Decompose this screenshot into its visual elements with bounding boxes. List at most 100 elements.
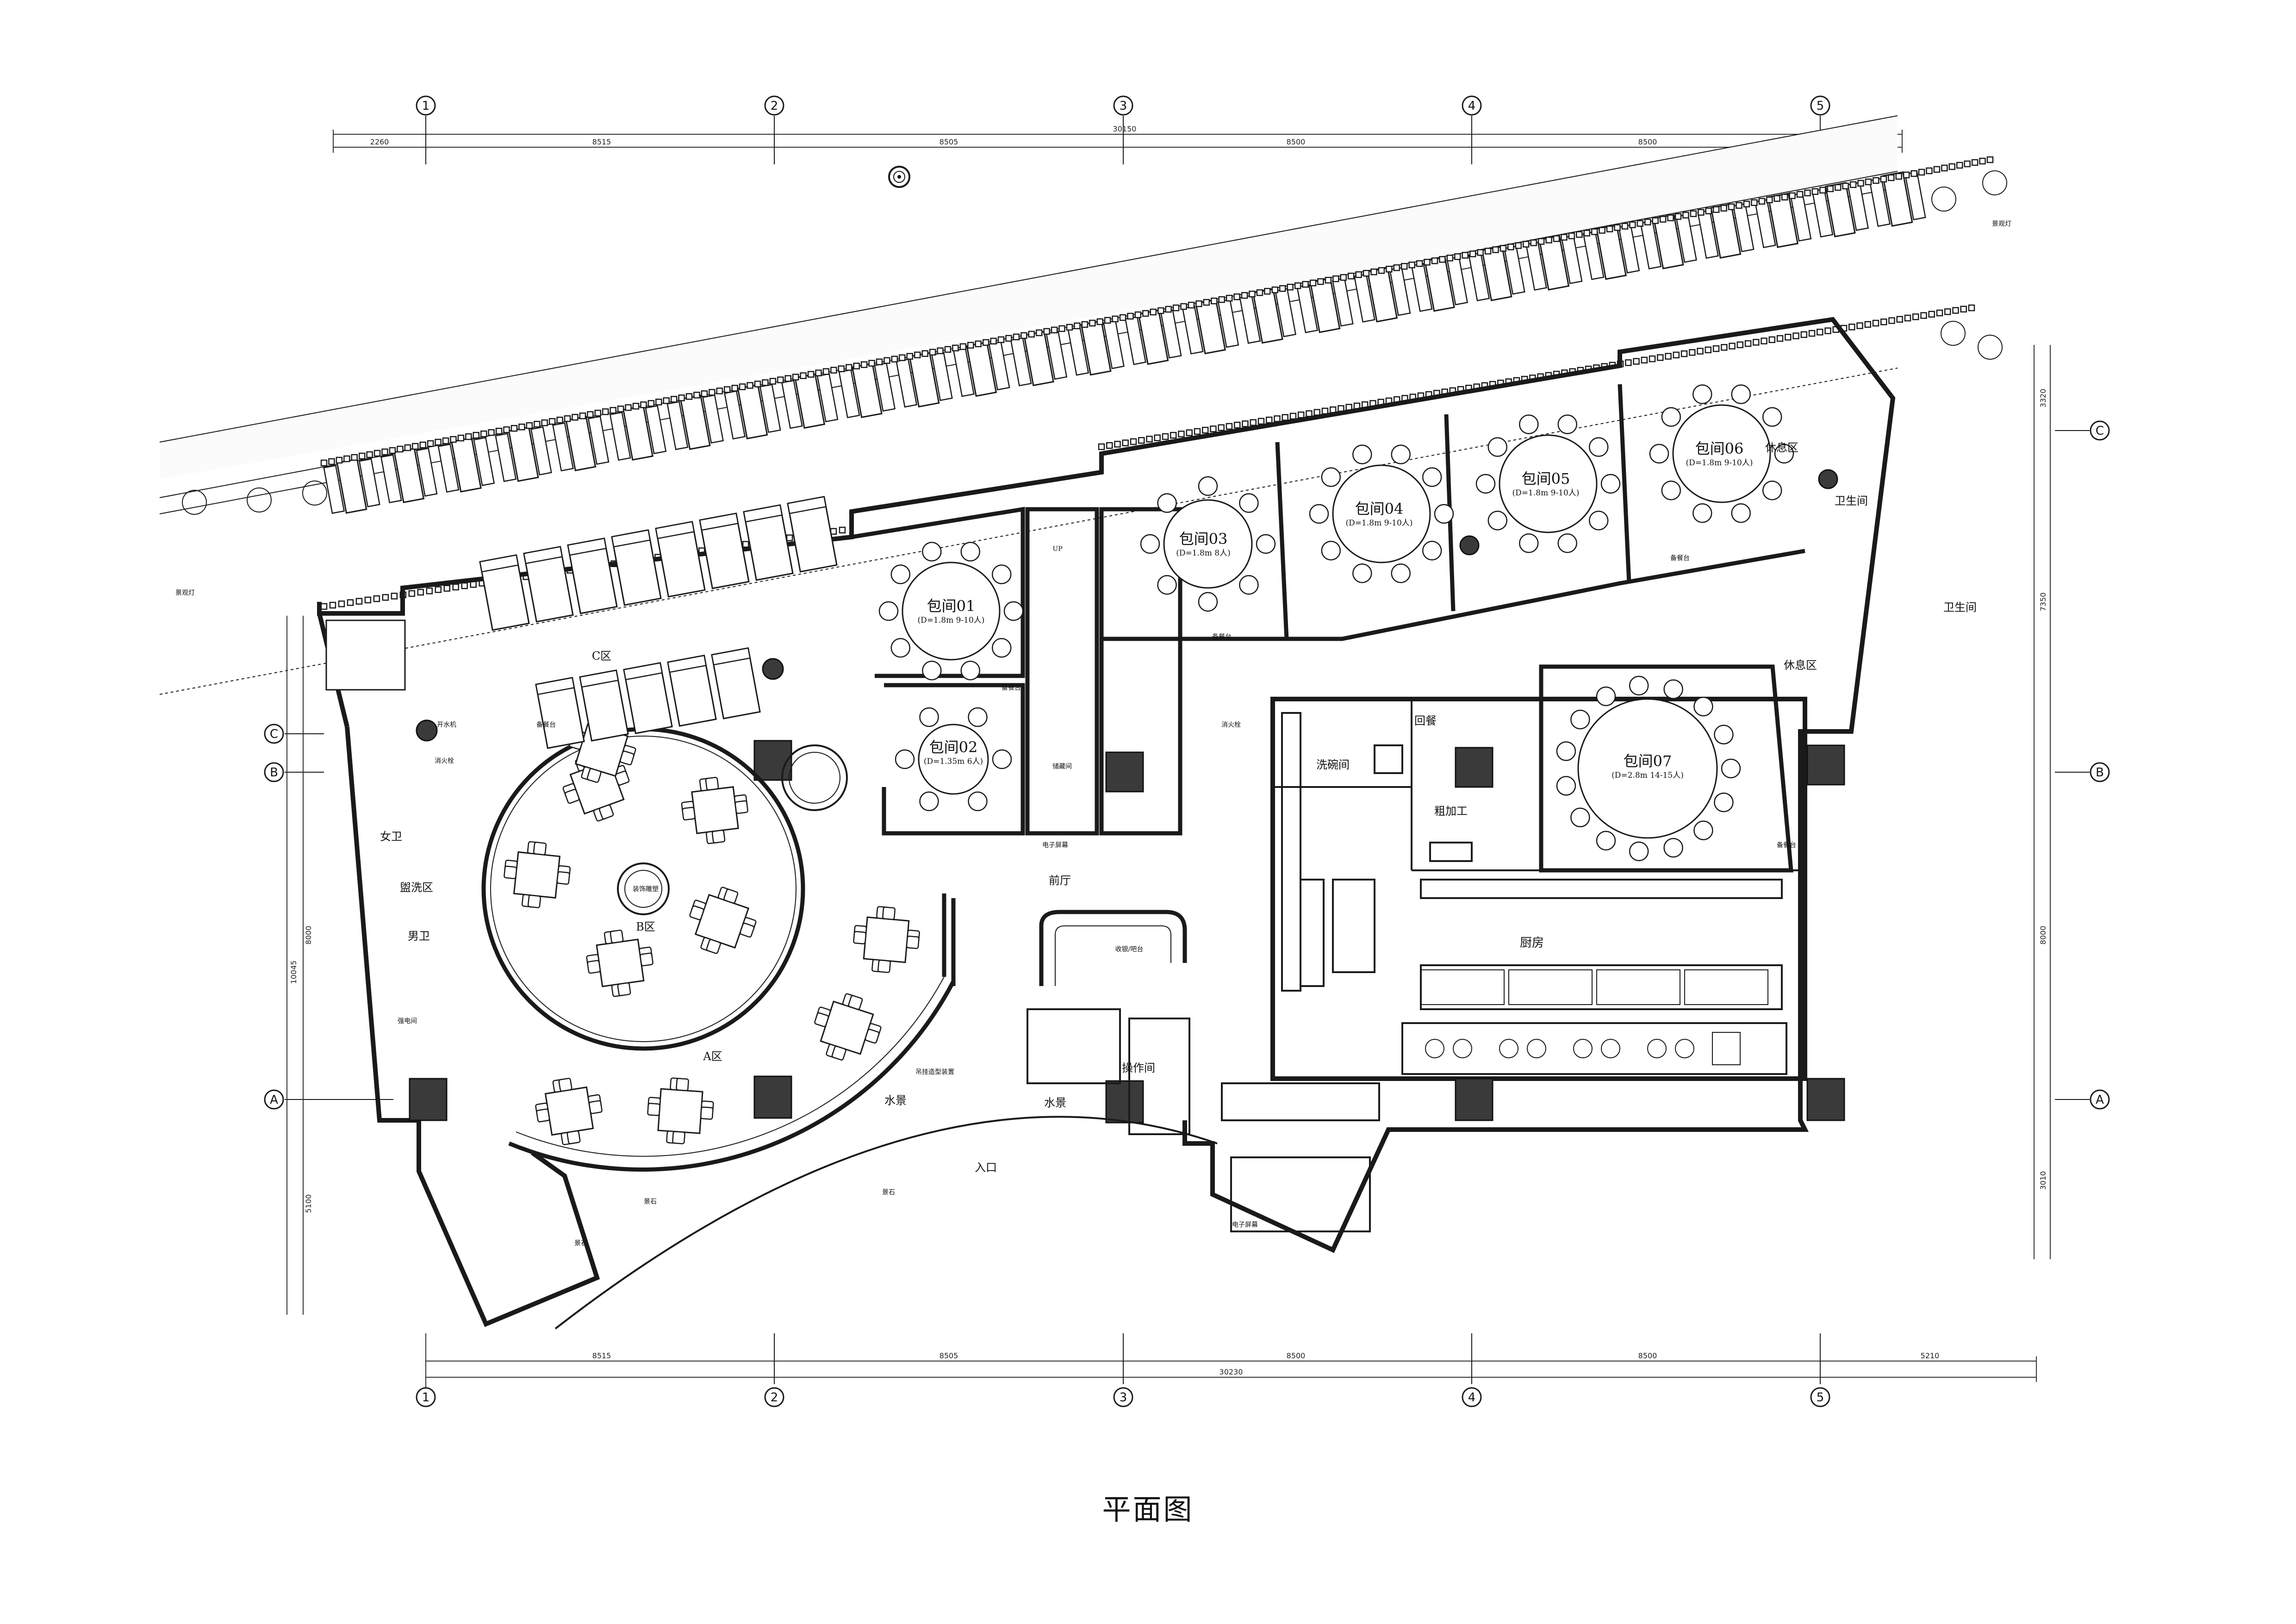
planter: [1325, 276, 1332, 284]
planter: [1819, 187, 1826, 194]
planter: [1728, 203, 1735, 210]
dim-left: 8000: [304, 926, 313, 945]
booth-seat: [655, 521, 706, 598]
planter: [1920, 312, 1927, 319]
outdoor-booth: [380, 447, 438, 504]
planter: [1051, 326, 1058, 334]
planter: [670, 396, 678, 403]
dim-top-seg: 8500: [1287, 137, 1306, 146]
planter: [876, 358, 883, 365]
planter: [1751, 199, 1758, 206]
planter: [1098, 443, 1105, 450]
chair: [1003, 601, 1024, 621]
chair: [1557, 533, 1577, 553]
room-name: 包间01: [927, 597, 976, 615]
round-table: [895, 707, 1012, 812]
grid-axes-top: 1 2 3 4 5: [416, 95, 1830, 164]
planter: [1857, 180, 1864, 187]
fire-hydrant-label: 消火栓: [435, 757, 454, 765]
column: [1105, 1080, 1144, 1124]
outdoor-booth: [1869, 171, 1926, 227]
planter: [1865, 178, 1872, 186]
chair: [1762, 407, 1782, 427]
planter: [1721, 344, 1728, 351]
planter: [1986, 156, 1994, 163]
structural-columns: [409, 469, 1845, 1124]
planter: [610, 407, 616, 414]
planter: [417, 588, 424, 596]
planter: [343, 455, 350, 462]
planter: [1936, 309, 1943, 317]
planter: [1773, 195, 1780, 202]
planter: [480, 430, 487, 437]
chair: [1475, 474, 1496, 494]
grid-label: 3: [1120, 1391, 1127, 1405]
planter: [470, 581, 477, 588]
planter: [1705, 207, 1712, 214]
planter: [1888, 317, 1895, 324]
planter: [784, 375, 791, 382]
planter: [1370, 269, 1377, 275]
round-table: [878, 542, 1024, 681]
planter: [822, 368, 830, 375]
planter: [1005, 335, 1012, 342]
chair: [1692, 503, 1712, 523]
electric-room-label: 强电间: [398, 1018, 417, 1025]
booth-seat: [325, 619, 406, 691]
planter: [1096, 318, 1103, 325]
planter: [1386, 266, 1393, 273]
planter: [1146, 436, 1153, 443]
female-wc-label: 女卫: [380, 830, 402, 843]
planter: [1302, 281, 1309, 288]
room-name: 包间03: [1179, 530, 1228, 548]
outdoor-booth: [781, 373, 839, 429]
planter: [716, 387, 723, 394]
planter: [1363, 270, 1370, 277]
planter: [655, 399, 662, 406]
grid-label: C: [2096, 424, 2104, 438]
planter: [564, 415, 571, 422]
planter: [1195, 300, 1202, 307]
grid-label: 1: [422, 99, 430, 113]
chair: [1422, 467, 1442, 487]
planter: [990, 337, 997, 345]
planter: [1313, 409, 1320, 416]
serving-label: 备餐台: [1670, 554, 1690, 562]
planter: [1446, 255, 1454, 262]
planter: [1203, 299, 1210, 306]
chair: [1714, 792, 1734, 812]
chair: [1519, 533, 1539, 553]
planter: [1138, 437, 1145, 444]
planter: [1347, 272, 1355, 280]
planter: [579, 412, 586, 419]
planter: [452, 583, 459, 591]
planter: [1941, 164, 1948, 172]
planter: [435, 586, 442, 593]
planter: [556, 417, 563, 424]
outdoor-booth: [1468, 245, 1525, 301]
planter: [1705, 346, 1712, 354]
kitchen-equipment: [1221, 712, 1787, 1232]
planter: [1968, 304, 1975, 312]
planter: [1667, 214, 1674, 221]
planter: [1500, 245, 1507, 252]
planter: [1289, 412, 1297, 420]
planter: [1842, 182, 1849, 190]
planter: [731, 385, 738, 392]
chair: [1692, 384, 1712, 404]
dim-right: 3320: [2039, 389, 2047, 408]
grid-label: 2: [771, 1391, 778, 1405]
dining-table-4: [853, 906, 920, 973]
planter: [1462, 252, 1469, 259]
chair: [1434, 504, 1454, 524]
planter: [1233, 293, 1240, 300]
chair: [1239, 575, 1259, 595]
kitchen-label: 厨房: [1520, 936, 1544, 950]
planter: [1188, 301, 1195, 309]
planter: [1515, 242, 1522, 249]
booth-seat: [479, 554, 530, 631]
chair: [1140, 534, 1160, 554]
planter: [1431, 257, 1438, 264]
planter: [1880, 319, 1887, 325]
room-labels: 包间01 (D=1.8m 9-10人) 包间02 (D=1.35m 6人) 包间…: [175, 220, 2011, 1247]
